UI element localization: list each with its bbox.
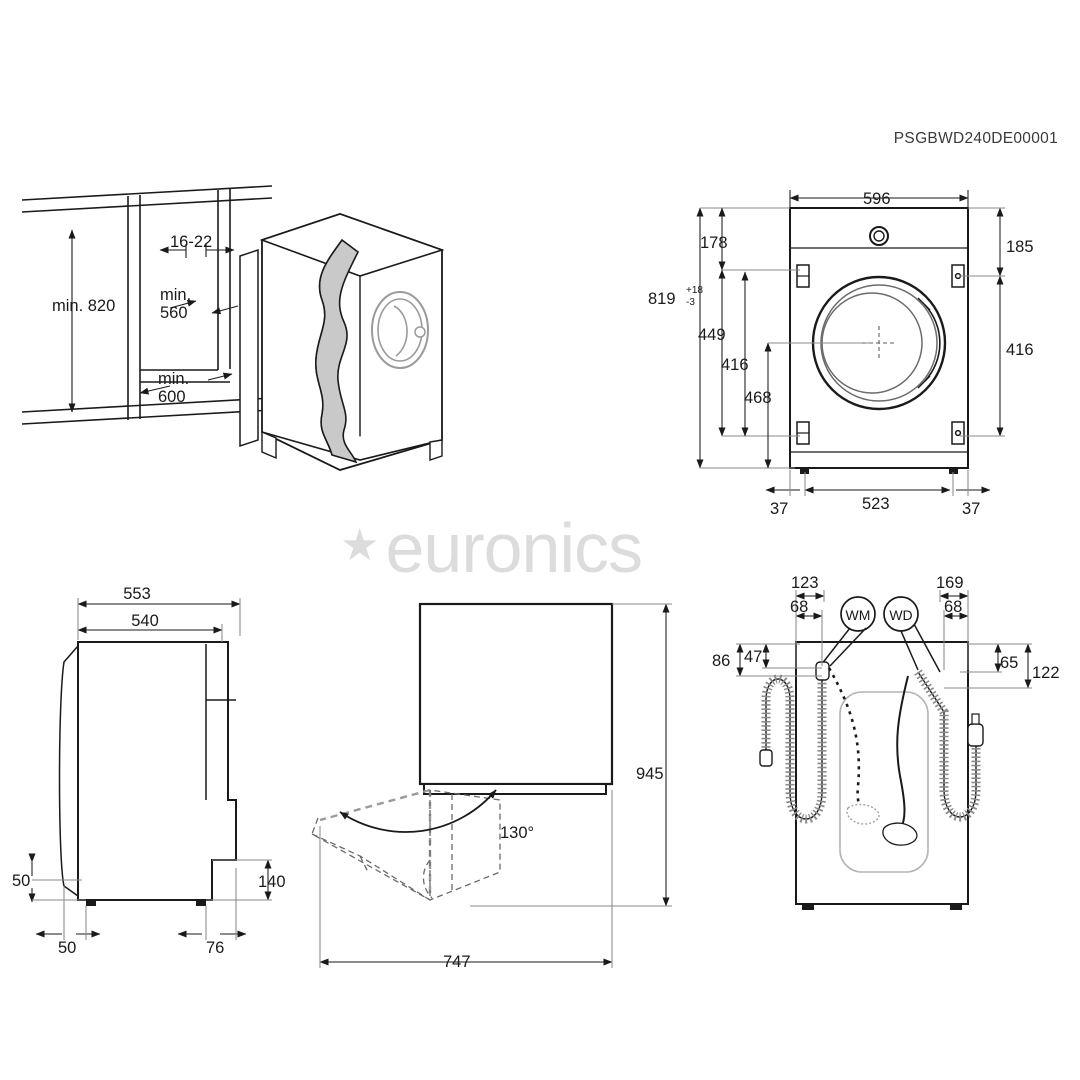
dim-468: 468	[744, 389, 772, 407]
plan-door-open-ghost	[319, 788, 432, 895]
balloon-wm-label: WM	[846, 607, 871, 623]
dim-553: 553	[123, 585, 151, 603]
dim-47: 47	[744, 648, 762, 666]
door-center-crosshair-icon	[862, 326, 896, 360]
dim-line-niche-width-l	[139, 385, 171, 395]
dim-65: 65	[1000, 654, 1018, 672]
dim-76: 76	[206, 939, 224, 957]
dim-140: 140	[258, 873, 286, 891]
dim-123: 123	[791, 574, 819, 592]
view-side: 553 540 50 50 76 140	[12, 585, 286, 957]
view-rear: WM WD	[712, 574, 1060, 910]
dim-niche-depth-prefix: min.	[160, 286, 191, 304]
dim-37-right: 37	[962, 500, 980, 518]
niche-appliance	[239, 213, 445, 471]
balloon-wm: WM	[820, 596, 876, 667]
niche-cabinet-outline	[21, 185, 273, 425]
front-feet	[800, 468, 958, 474]
dim-niche-depth-value: 560	[160, 304, 188, 322]
dim-523: 523	[862, 495, 890, 513]
plug-right-icon	[882, 822, 918, 846]
view-niche: min. 820 16-22 min. 560 min. 600	[21, 185, 445, 471]
dim-37-left: 37	[770, 500, 788, 518]
dim-449: 449	[698, 326, 726, 344]
dim-front-height: 819	[648, 290, 676, 308]
drawing-code: PSGBWD240DE00001	[893, 130, 1058, 147]
rear-service-panel	[839, 691, 929, 873]
inlet-hose-right	[914, 669, 984, 822]
dim-169: 169	[936, 574, 964, 592]
dim-front-height-tol-lower: -3	[686, 297, 695, 308]
dim-50-height: 50	[12, 872, 30, 890]
dim-front-width: 596	[863, 190, 891, 208]
dim-747: 747	[443, 953, 471, 971]
dim-68-left: 68	[790, 598, 808, 616]
dim-line-niche-width-r	[207, 372, 233, 381]
door-swing-arc	[339, 789, 497, 833]
rear-body-outline	[795, 641, 969, 905]
plan-door-closed	[423, 783, 607, 795]
side-feet	[86, 900, 206, 906]
power-cord-solid	[896, 675, 909, 831]
balloon-wd: WD	[883, 596, 941, 673]
dim-416-right: 416	[1006, 341, 1034, 359]
view-door-swing: 130° 747 945	[311, 602, 672, 971]
dim-niche-width-prefix: min.	[158, 370, 189, 388]
dim-122: 122	[1032, 664, 1060, 682]
view-front: 596 819 +18 -3 178 449 416 468 185 416 5…	[648, 190, 1034, 518]
side-front-door-profile	[58, 644, 79, 898]
dim-416-left: 416	[721, 356, 749, 374]
dim-door-angle: 130°	[500, 824, 534, 842]
drain-hose-left	[759, 661, 830, 824]
balloon-wd-label: WD	[889, 607, 912, 623]
dim-185: 185	[1006, 238, 1034, 256]
dim-line-niche-depth-r	[211, 305, 239, 315]
front-door	[811, 275, 947, 411]
plan-body-outline	[418, 602, 614, 786]
dim-front-height-tol-upper: +18	[686, 285, 703, 296]
dim-540: 540	[131, 612, 159, 630]
dim-niche-height: min. 820	[52, 297, 115, 315]
control-knob-inner-icon	[873, 230, 885, 242]
dim-niche-width-value: 600	[158, 388, 186, 406]
side-body-outline	[77, 641, 237, 901]
dim-945: 945	[636, 765, 664, 783]
dim-178: 178	[700, 234, 728, 252]
rear-feet	[802, 904, 962, 910]
power-cord-dashed	[827, 667, 873, 820]
plan-door-open-outline	[311, 789, 501, 901]
dim-door-thickness: 16-22	[170, 233, 212, 251]
dim-68-right: 68	[944, 598, 962, 616]
dim-50-inset: 50	[58, 939, 76, 957]
plug-left-icon	[846, 803, 880, 825]
dim-line-niche-depth-l	[169, 299, 197, 309]
dim-86: 86	[712, 652, 730, 670]
